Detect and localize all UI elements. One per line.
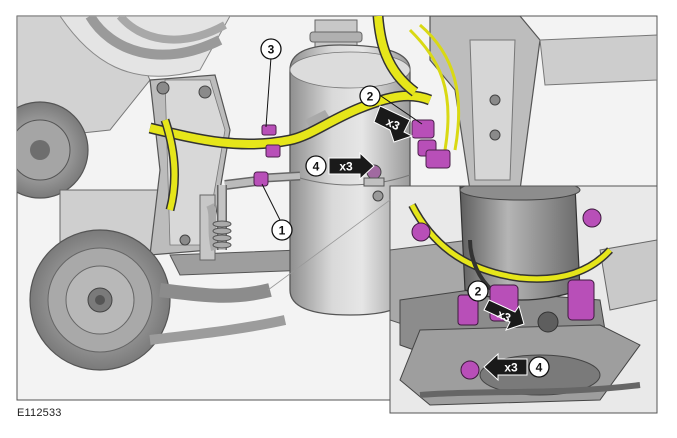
connector-main-3 [261,124,281,158]
callout-2-inset: 2 [467,280,489,302]
inset-connector-c [457,294,479,326]
figure-id: E112533 [17,407,62,419]
main-view [17,16,657,371]
callout-4-main: 4 [305,155,327,177]
inset-bolt-top-right [582,208,602,228]
callout-4-inset-label: 4 [536,361,543,375]
arrow-tag-inset-lower-label: x3 [504,361,518,375]
callout-4-inset: 4 [528,356,550,378]
callout-2-main: 2 [359,85,381,107]
connector-main-1 [253,171,269,187]
callout-1-label: 1 [279,224,286,238]
callout-3-label: 3 [268,43,275,57]
arrow-tag-inset-upper-label: x3 [495,307,513,325]
arrow-tag-main-upper-label: x3 [384,115,402,133]
arrow-tag-main-upper: x3 [373,105,414,143]
bellows [212,220,232,249]
callout-2-inset-label: 2 [475,285,482,299]
callout-4-main-label: 4 [313,160,320,174]
arrow-tag-main-mid: x3 [328,151,375,181]
callout-3: 3 [260,38,282,60]
arrow-tag-inset-lower: x3 [483,352,528,382]
connector-main-2 [411,119,451,169]
callout-2-main-label: 2 [367,90,374,104]
callout-1: 1 [271,219,293,241]
inset-connector-b [567,279,595,321]
inset-bolt-top-left [411,222,431,242]
arrow-tag-inset-upper: x3 [483,299,525,331]
arrow-tag-main-mid-label: x3 [339,160,353,174]
inset-bolt-bottom-left [460,360,480,380]
